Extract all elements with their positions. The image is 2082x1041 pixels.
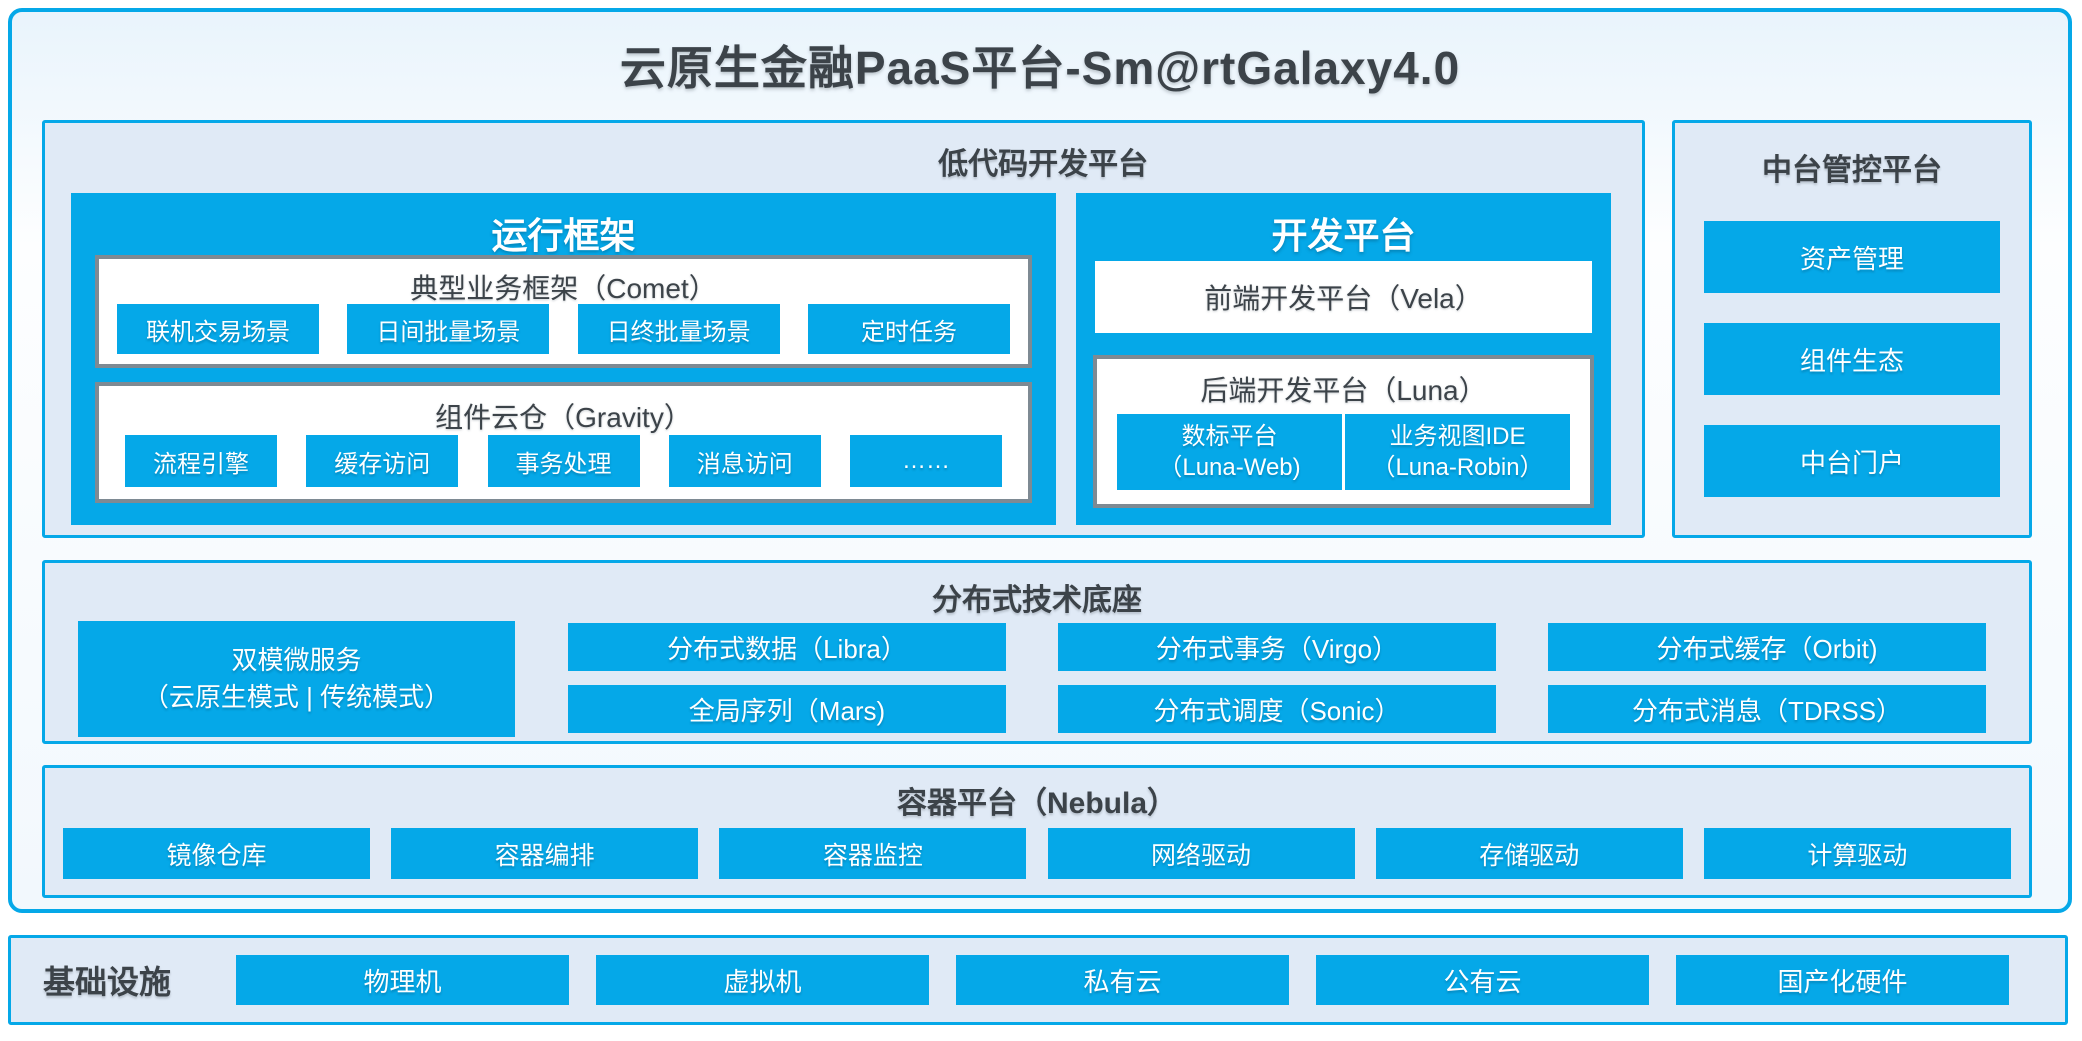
runtime-framework-title: 运行框架 — [491, 215, 636, 256]
node-mid-platform-portal: 中台门户 — [1704, 425, 2000, 497]
platform-card: 云原生金融PaaS平台-Sm@rtGalaxy4.0 低代码开发平台 运行框架 … — [8, 8, 2072, 913]
luna-web-line2: （Luna-Web) — [1158, 454, 1301, 481]
section-lowcode: 低代码开发平台 运行框架 典型业务框架（Comet） 联机交易场景 日间批量场景… — [42, 120, 1645, 538]
node-cache-access: 缓存访问 — [306, 435, 459, 487]
luna-robin-line1: 业务视图IDE — [1389, 423, 1526, 450]
node-network-driver: 网络驱动 — [1047, 828, 1355, 879]
dual-mode-line1: 双模微服务 — [231, 645, 362, 675]
node-process-engine: 流程引擎 — [125, 435, 277, 487]
node-transaction-processing: 事务处理 — [487, 435, 640, 487]
node-distributed-data-libra: 分布式数据（Libra） — [568, 623, 1006, 671]
section-container-platform: 容器平台（Nebula） 镜像仓库 容器编排 容器监控 网络驱动 存储驱动 计算… — [42, 765, 2032, 898]
node-ellipsis: …… — [850, 435, 1002, 487]
luna-title: 后端开发平台（Luna） — [1200, 375, 1487, 406]
gravity-title: 组件云仓（Gravity） — [435, 402, 692, 433]
distributed-node-grid: 分布式数据（Libra） 分布式事务（Virgo） 分布式缓存（Orbit) 全… — [568, 623, 1986, 733]
node-physical-machine: 物理机 — [236, 955, 569, 1005]
container-platform-title: 容器平台（Nebula） — [896, 787, 1178, 820]
luna-node-row: 数标平台 （Luna-Web) 业务视图IDE （Luna-Robin） — [1117, 414, 1570, 490]
node-domestic-hardware: 国产化硬件 — [1676, 955, 2009, 1005]
box-vela: 前端开发平台（Vela） — [1095, 261, 1592, 333]
node-component-ecosystem: 组件生态 — [1704, 323, 2000, 395]
infrastructure-title: 基础设施 — [43, 964, 172, 1000]
node-distributed-transaction-virgo: 分布式事务（Virgo） — [1058, 623, 1496, 671]
node-dual-mode-microservice: 双模微服务 （云原生模式 | 传统模式） — [78, 621, 515, 737]
page-title: 云原生金融PaaS平台-Sm@rtGalaxy4.0 — [619, 42, 1461, 94]
luna-web-line1: 数标平台 — [1181, 423, 1278, 450]
panel-dev-platform: 开发平台 前端开发平台（Vela） 后端开发平台（Luna） 数标平台 （Lun… — [1076, 193, 1611, 525]
node-distributed-cache-orbit: 分布式缓存（Orbit) — [1548, 623, 1986, 671]
vela-title: 前端开发平台（Vela） — [1204, 283, 1483, 314]
luna-robin-line2: （Luna-Robin） — [1371, 454, 1544, 481]
mid-platform-title: 中台管控平台 — [1762, 154, 1942, 187]
node-storage-driver: 存储驱动 — [1375, 828, 1683, 879]
node-eod-batch: 日终批量场景 — [577, 304, 780, 354]
node-distributed-message-tdrss: 分布式消息（TDRSS） — [1548, 685, 1986, 733]
node-compute-driver: 计算驱动 — [1703, 828, 2011, 879]
section-mid-platform: 中台管控平台 资产管理 组件生态 中台门户 — [1672, 120, 2032, 538]
node-container-monitoring: 容器监控 — [719, 828, 1027, 879]
infrastructure-node-row: 物理机 虚拟机 私有云 公有云 国产化硬件 — [236, 955, 2009, 1005]
node-daytime-batch: 日间批量场景 — [347, 304, 550, 354]
node-distributed-scheduling-sonic: 分布式调度（Sonic） — [1058, 685, 1496, 733]
comet-title: 典型业务框架（Comet） — [410, 273, 717, 304]
container-node-row: 镜像仓库 容器编排 容器监控 网络驱动 存储驱动 计算驱动 — [63, 828, 2011, 879]
section-lowcode-title: 低代码开发平台 — [938, 148, 1149, 181]
node-message-access: 消息访问 — [668, 435, 821, 487]
node-private-cloud: 私有云 — [956, 955, 1289, 1005]
dev-platform-title: 开发平台 — [1271, 215, 1416, 256]
node-global-sequence-mars: 全局序列（Mars) — [568, 685, 1006, 733]
section-infrastructure: 基础设施 物理机 虚拟机 私有云 公有云 国产化硬件 — [8, 935, 2068, 1025]
node-public-cloud: 公有云 — [1316, 955, 1649, 1005]
node-scheduled-task: 定时任务 — [807, 304, 1010, 354]
node-container-orchestration: 容器编排 — [391, 828, 699, 879]
node-luna-robin: 业务视图IDE （Luna-Robin） — [1345, 414, 1570, 490]
node-asset-management: 资产管理 — [1704, 221, 2000, 293]
node-image-registry: 镜像仓库 — [63, 828, 370, 879]
gravity-node-row: 流程引擎 缓存访问 事务处理 消息访问 …… — [125, 435, 1002, 487]
panel-runtime-framework: 运行框架 典型业务框架（Comet） 联机交易场景 日间批量场景 日终批量场景 … — [71, 193, 1056, 525]
box-gravity: 组件云仓（Gravity） 流程引擎 缓存访问 事务处理 消息访问 …… — [95, 382, 1032, 503]
section-distributed-base: 分布式技术底座 双模微服务 （云原生模式 | 传统模式） 分布式数据（Libra… — [42, 560, 2032, 744]
box-luna: 后端开发平台（Luna） 数标平台 （Luna-Web) 业务视图IDE （Lu… — [1093, 355, 1594, 508]
distributed-base-title: 分布式技术底座 — [932, 584, 1142, 617]
dual-mode-line2: （云原生模式 | 传统模式） — [142, 682, 451, 712]
comet-node-row: 联机交易场景 日间批量场景 日终批量场景 定时任务 — [117, 304, 1010, 354]
node-online-trading: 联机交易场景 — [117, 304, 319, 354]
box-comet: 典型业务框架（Comet） 联机交易场景 日间批量场景 日终批量场景 定时任务 — [95, 255, 1032, 368]
node-luna-web: 数标平台 （Luna-Web) — [1117, 414, 1342, 490]
node-virtual-machine: 虚拟机 — [596, 955, 929, 1005]
